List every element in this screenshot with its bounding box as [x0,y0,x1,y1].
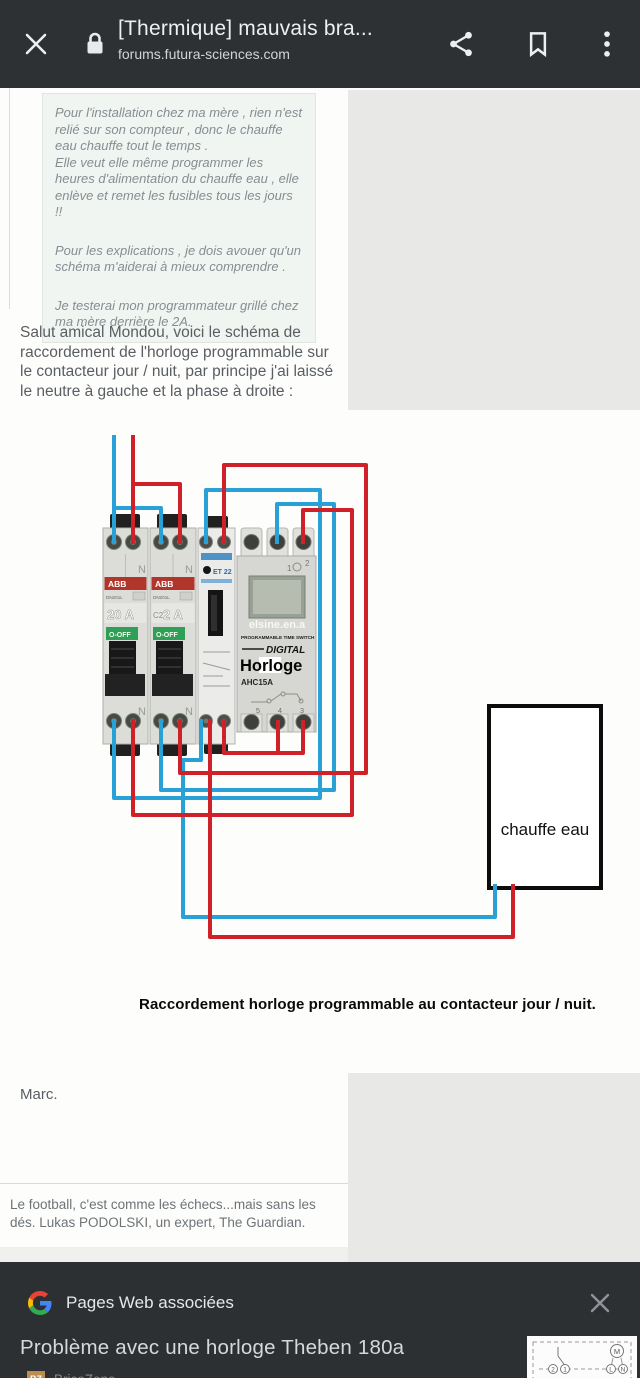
quote-paragraph: Pour l'installation chez ma mère , rien … [55,105,303,219]
svg-text:1: 1 [563,1367,567,1374]
overflow-menu-icon[interactable] [592,28,622,60]
water-heater-box: chauffe eau [487,704,603,890]
tab-titles: [Thermique] mauvais bra... forums.futura… [118,17,418,62]
svg-text:M: M [614,1347,620,1356]
svg-text:N: N [621,1367,626,1374]
bricozone-favicon: BZ [27,1371,45,1378]
sheet-close-icon[interactable] [586,1289,614,1322]
svg-text:DN201L: DN201L [153,595,170,600]
svg-text:20 A: 20 A [107,607,135,622]
svg-text:C2: C2 [153,611,164,620]
svg-text:1: 1 [287,564,292,573]
quoted-post-block: Pour l'installation chez ma mère , rien … [42,93,316,343]
browser-top-bar: [Thermique] mauvais bra... forums.futura… [0,0,640,88]
svg-text:DN201L: DN201L [106,595,123,600]
svg-text:N: N [138,564,146,576]
svg-text:3: 3 [300,706,304,715]
share-icon[interactable] [446,29,476,59]
sheet-header-label: Pages Web associées [66,1293,234,1312]
page-margin-block-top [348,90,640,410]
svg-text:4: 4 [278,706,282,715]
signature-text: Le football, c'est comme les échecs...ma… [0,1183,348,1244]
related-result-title[interactable]: Problème avec une horloge Theben 180a [20,1336,405,1359]
lock-icon [84,31,106,57]
svg-text:AHC15A: AHC15A [241,678,273,687]
page-title: [Thermique] mauvais bra... [118,17,373,40]
svg-text:Horloge: Horloge [240,657,302,675]
svg-text:N: N [185,564,193,576]
post-author-sign: Marc. [20,1086,58,1103]
close-tab-icon[interactable] [22,30,50,58]
related-pages-sheet[interactable]: Pages Web associées Problème avec une ho… [0,1262,640,1378]
svg-text:L: L [609,1367,613,1374]
svg-text:2: 2 [551,1367,555,1374]
related-result-thumbnail[interactable]: M 2 1 L N [527,1336,637,1378]
svg-text:ET 22: ET 22 [213,569,232,576]
svg-text:2 A: 2 A [163,607,183,622]
circuit-breaker-2a: N ABB DN201L C2 2 A O-OFF N [149,514,197,756]
svg-text:O-OFF: O-OFF [156,632,178,639]
svg-text:5: 5 [256,706,260,715]
google-logo-icon [28,1291,52,1315]
svg-text:ABB: ABB [108,579,126,589]
circuit-breaker-20a: N ABB DN201L 20 A O-OFF N [102,514,149,756]
bookmark-icon[interactable] [523,29,553,59]
water-heater-label: chauffe eau [501,820,590,839]
watermark-text: elsine.en.a [249,619,306,631]
related-result-source[interactable]: BZ BricoZone [27,1371,116,1378]
content-bottom-strip [0,1247,348,1262]
svg-text:O-OFF: O-OFF [109,632,131,639]
quote-paragraph: Je testerai mon programmateur grillé che… [55,297,299,330]
wiring-diagram-image: N ABB DN201L 20 A O-OFF N N [102,435,603,939]
page-url: forums.futura-sciences.com [118,46,290,62]
quote-paragraph: Pour les explications , je dois avouer q… [55,242,302,275]
source-name: BricoZone [54,1372,116,1378]
page-margin-block-bottom [348,1073,640,1262]
contactor-device: ET 22 [197,516,236,754]
timer-horloge-device: 1 2 elsine.en.a PROGRAMMABLE TIME SWITCH… [236,527,317,733]
content-left-divider [9,88,10,309]
svg-text:PROGRAMMABLE TIME SWITCH: PROGRAMMABLE TIME SWITCH [241,635,315,640]
svg-text:DIGITAL: DIGITAL [266,645,305,656]
svg-text:2: 2 [305,559,310,568]
svg-text:N: N [185,706,193,718]
post-body-text: Salut amical Mondou, voici le schéma de … [20,324,334,400]
diagram-caption: Raccordement horloge programmable au con… [139,996,596,1013]
svg-text:ABB: ABB [155,579,173,589]
svg-text:N: N [138,706,146,718]
diagram-wires [112,435,515,939]
